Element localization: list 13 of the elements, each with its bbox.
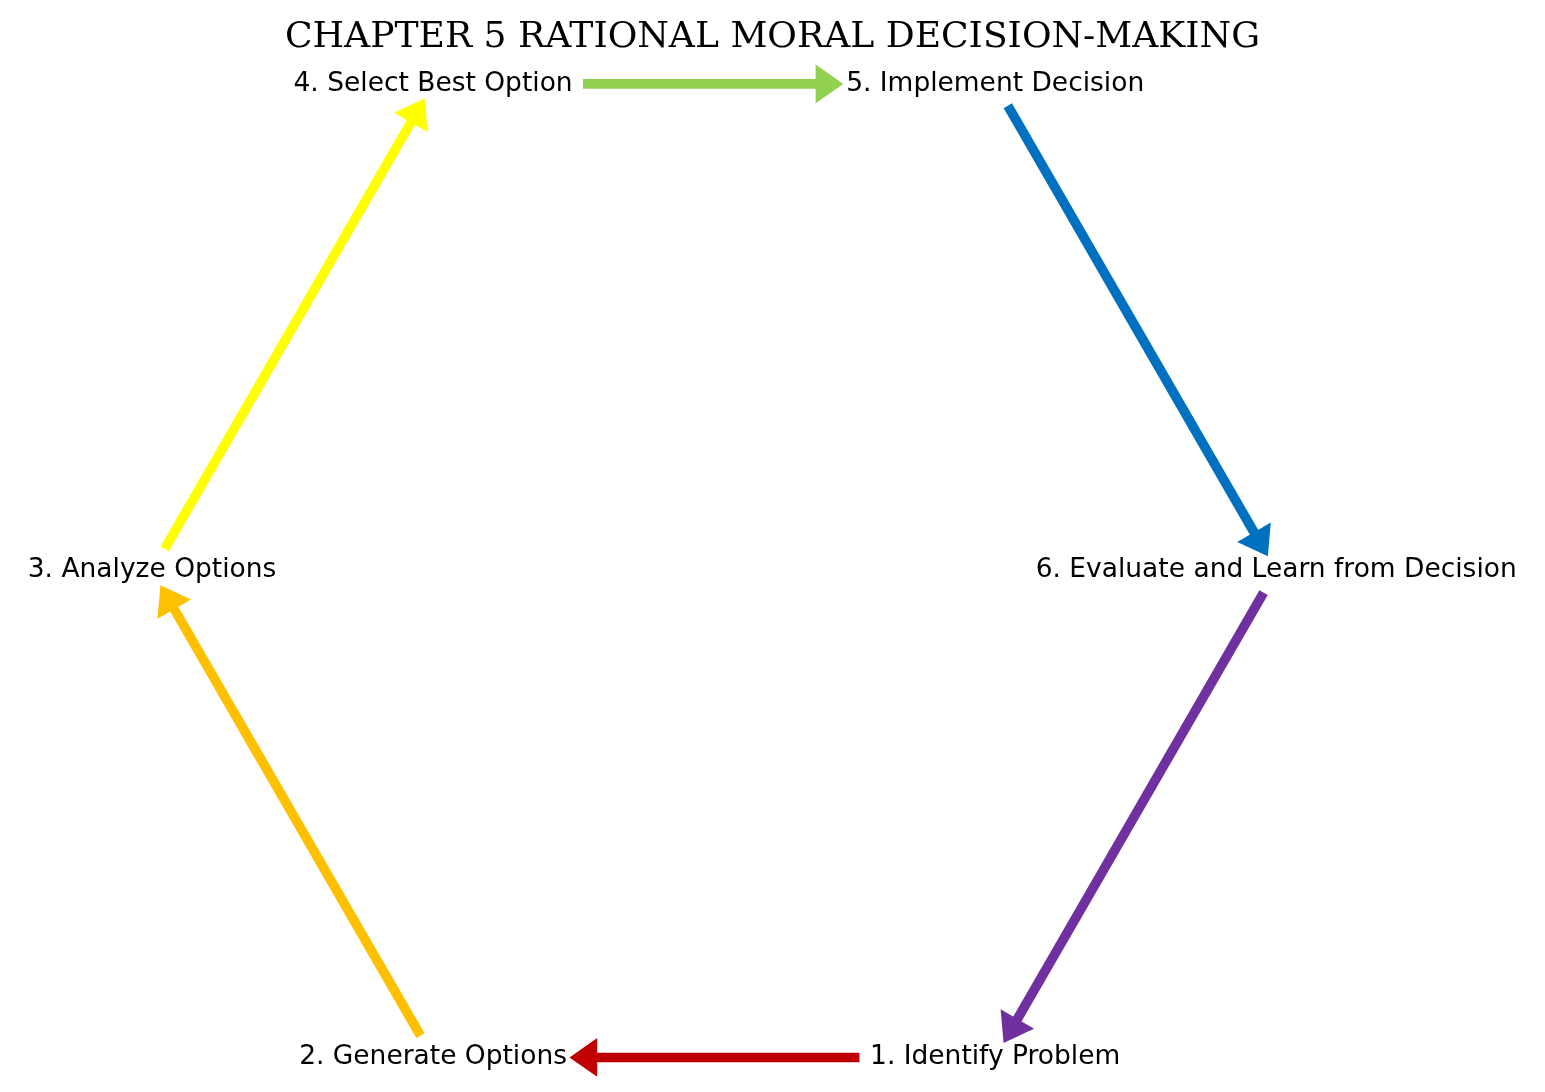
arrow xyxy=(1003,103,1271,557)
arrow xyxy=(160,98,428,552)
arrow xyxy=(1000,590,1268,1043)
node-text: 6. Evaluate and Learn from Decision xyxy=(1035,552,1517,584)
node-text: 3. Analyze Options xyxy=(27,552,277,584)
node-text: 4. Select Best Option xyxy=(293,65,573,97)
arrow xyxy=(157,585,425,1038)
node-text: 2. Generate Options xyxy=(299,1039,567,1071)
node-text: 5. Implement Decision xyxy=(846,65,1145,97)
arrow xyxy=(582,64,844,104)
arrow xyxy=(569,1038,860,1077)
node-text: 1. Identify Problem xyxy=(870,1039,1121,1071)
diagram-title: CHAPTER 5 RATIONAL MORAL DECISION-MAKING xyxy=(284,12,1261,56)
